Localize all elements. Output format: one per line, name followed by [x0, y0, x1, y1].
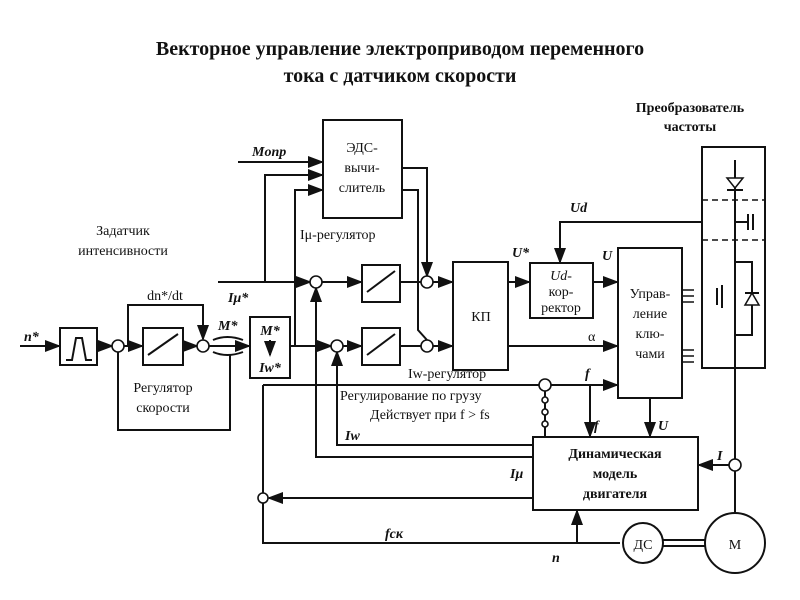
- label-mconv-2: Iw*: [258, 361, 282, 376]
- coordinate-converter-block: [452, 261, 509, 371]
- label-model-1: Динамическая: [568, 447, 662, 462]
- label-m-load: Mопр: [251, 145, 286, 160]
- label-ds: ДС: [634, 538, 653, 553]
- ramp-glyph: [66, 337, 92, 361]
- label-iw-regulator: Iw-регулятор: [408, 367, 486, 382]
- label-f: f: [585, 367, 591, 382]
- label-model-3: двигателя: [583, 487, 648, 502]
- speed-sensor: [622, 522, 664, 564]
- label-f-sk: fск: [385, 527, 404, 542]
- motor: [704, 512, 766, 574]
- label-imu-ref: Iμ*: [227, 291, 249, 306]
- label-keys-4: чами: [635, 347, 665, 362]
- labels: Преобразователь частоты ЭДС- вычи- слите…: [24, 101, 745, 566]
- ud-corrector-block: [529, 262, 594, 319]
- key-control-block: [617, 247, 683, 399]
- summing-junctions: [111, 275, 742, 504]
- label-m-ref: M*: [217, 319, 238, 334]
- label-u-2: U: [658, 419, 669, 434]
- label-load-regulation: Регулирование по грузу: [340, 389, 482, 404]
- label-i: I: [716, 449, 723, 464]
- label-motor: M: [729, 538, 742, 553]
- label-speed-reg-2: скорости: [136, 401, 190, 416]
- label-ramp-2: интенсивности: [78, 244, 168, 259]
- label-imu: Iμ: [509, 467, 523, 482]
- label-keys-3: клю-: [636, 327, 665, 342]
- label-mconv-1: M*: [259, 324, 280, 339]
- label-n: n: [552, 551, 560, 566]
- wires: [20, 156, 736, 547]
- label-n-ref: n*: [24, 330, 40, 345]
- label-ud: Ud: [570, 201, 588, 216]
- label-emf-2: вычи-: [344, 161, 380, 176]
- label-keys-1: Управ-: [630, 287, 671, 302]
- label-model-2: модель: [593, 467, 638, 482]
- title-line-1: Векторное управление электроприводом пер…: [156, 38, 644, 60]
- ramp-generator-block: [59, 327, 98, 366]
- emf-calculator-block: [322, 119, 403, 219]
- pi-regulator-blocks: [142, 264, 401, 366]
- label-acts-when: Действует при f > fs: [370, 408, 490, 423]
- label-f-2: f: [594, 419, 600, 434]
- label-speed-reg-1: Регулятор: [133, 381, 192, 396]
- label-emf-1: ЭДС-: [346, 141, 378, 156]
- label-u-ref: U*: [512, 246, 530, 261]
- frequency-converter: [701, 146, 766, 369]
- label-u: U: [602, 249, 613, 264]
- label-keys-2: ление: [633, 307, 667, 322]
- label-udcorr-3: ректор: [541, 301, 581, 316]
- label-kp: КП: [471, 310, 490, 325]
- title-line-2: тока с датчиком скорости: [284, 65, 517, 87]
- label-converter-2: частоты: [664, 120, 716, 135]
- label-emf-3: слитель: [339, 181, 385, 196]
- label-iw: Iw: [344, 429, 360, 444]
- label-udcorr-1: Ud-: [550, 269, 572, 284]
- label-dn-dt: dn*/dt: [147, 289, 183, 304]
- label-alpha: α: [588, 330, 596, 345]
- label-udcorr-2: кор-: [549, 285, 574, 300]
- label-ramp-1: Задатчик: [96, 224, 150, 239]
- dynamic-motor-model-block: [532, 436, 699, 511]
- label-converter: Преобразователь: [636, 101, 745, 116]
- label-imu-regulator: Iμ-регулятор: [300, 228, 376, 243]
